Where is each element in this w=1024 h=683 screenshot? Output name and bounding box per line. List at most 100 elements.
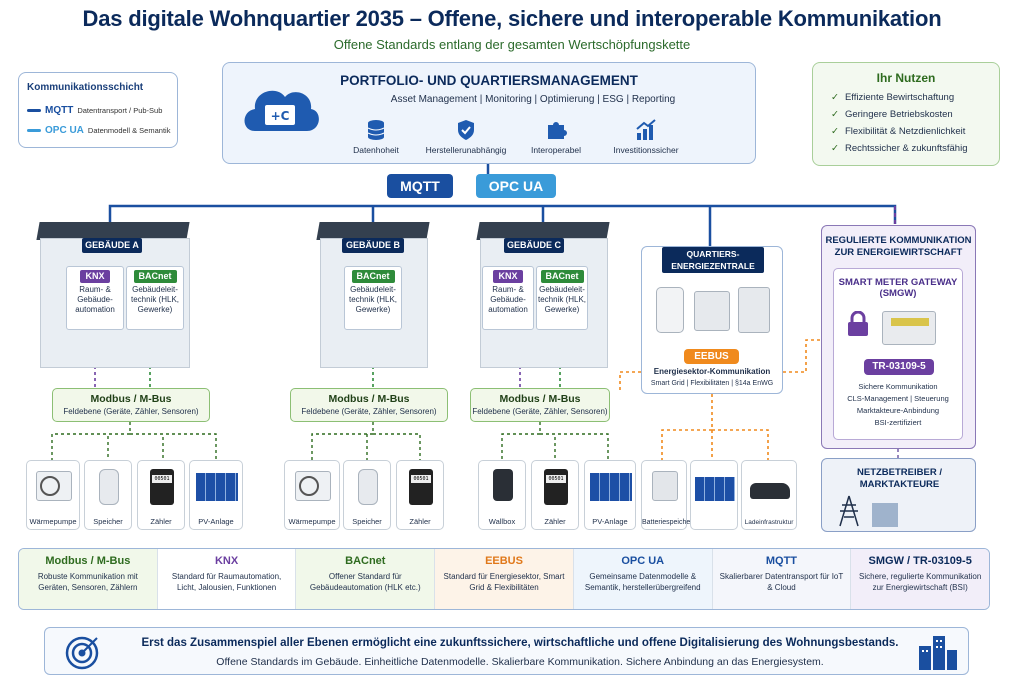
tr-03109-badge: TR-03109-5 [864, 359, 934, 375]
fieldbus-title: Modbus / M-Bus [90, 393, 172, 405]
device-label: Wärmepumpe [288, 517, 336, 526]
city-buildings-icon [917, 634, 959, 670]
wallbox-icon [493, 469, 513, 501]
benefit-item: ✓Effiziente Bewirtschaftung [831, 92, 954, 103]
device-label: Wärmepumpe [29, 517, 77, 526]
standard-desc: Standard für Raumautomation, Licht, Jalo… [171, 572, 282, 592]
battery-cabinet-icon [738, 287, 770, 333]
energy-central-panel: QUARTIERS-ENERGIEZENTRALE Energiesektor-… [641, 246, 783, 394]
bacnet-badge: BACnet [133, 270, 177, 284]
battery-icon [652, 471, 678, 501]
energy-central-title: QUARTIERS-ENERGIEZENTRALE [662, 247, 764, 273]
legend-item-name: MQTT [45, 105, 74, 116]
fieldbus-desc: Feldebene (Geräte, Zähler, Sensoren) [63, 407, 199, 416]
meter-display: 00501 [411, 475, 431, 483]
feature-label: Investitionssicher [613, 145, 679, 155]
device-label: Zähler [544, 517, 566, 526]
eebus-title: Energiesektor-Kommunikation [653, 367, 771, 376]
meter-display: 00501 [546, 475, 566, 483]
communication-layer-legend: Kommunikationsschicht MQTT Datentranspor… [18, 72, 178, 148]
device-wallbox: Wallbox [478, 460, 526, 530]
conclusion-main: Erst das Zusammenspiel aller Ebenen ermö… [141, 637, 899, 649]
device-label: Ladeinfrastruktur [744, 519, 794, 526]
cloud-icon: +C [237, 77, 323, 141]
puzzle-icon [501, 119, 611, 141]
standard-desc: Robuste Kommunikation mit Geräten, Senso… [37, 572, 138, 592]
device-storage: Speicher [84, 460, 132, 530]
benefit-item: ✓Rechtssicher & zukunftsfähig [831, 143, 967, 154]
standard-name: BACnet [345, 555, 386, 567]
check-icon: ✓ [831, 143, 839, 154]
standard-name: MQTT [765, 555, 798, 567]
storage-tank-icon [358, 469, 378, 505]
benefits-title: Ihr Nutzen [876, 71, 936, 85]
portfolio-title: PORTFOLIO- UND QUARTIERSMANAGEMENT [340, 73, 638, 88]
standard-name: KNX [214, 555, 239, 567]
device-pv: PV-Anlage [584, 460, 636, 530]
building-c-label: GEBÄUDE C [504, 238, 564, 253]
device-heat-pump: Wärmepumpe [26, 460, 80, 530]
smgw-feature: CLS-Management | Steuerung [847, 394, 949, 403]
device-meter: 00501 Zähler [531, 460, 579, 530]
fieldbus-title: Modbus / M-Bus [328, 393, 410, 405]
building-b-label: GEBÄUDE B [342, 238, 404, 253]
feature-investment-secure: Investitionssicher [591, 119, 701, 155]
knx-badge: KNX [493, 270, 523, 284]
standard-desc: Skalierbarer Datentransport für IoT & Cl… [719, 572, 844, 592]
knx-desc: Raum- & Gebäude-automation [75, 285, 115, 315]
smgw-feature: Marktakteure-Anbindung [856, 406, 940, 415]
device-label: Batteriespeicher [642, 519, 693, 526]
portfolio-functions: Asset Management | Monitoring | Optimier… [390, 94, 676, 105]
smgw-feature: Sichere Kommunikation [858, 382, 938, 391]
bacnet-badge: BACnet [351, 270, 395, 284]
opcua-bus-badge: OPC UA [476, 174, 556, 198]
shield-check-icon [411, 119, 521, 141]
mqtt-line-swatch [27, 109, 41, 112]
check-icon: ✓ [831, 126, 839, 137]
standard-desc: Standard für Energiesektor, Smart Grid &… [443, 572, 565, 592]
eebus-desc: Smart Grid | Flexibilitäten | §14a EnWG [650, 380, 774, 387]
knx-badge: KNX [80, 270, 110, 284]
conclusion-banner: Erst das Zusammenspiel aller Ebenen ermö… [44, 627, 969, 675]
fieldbus-desc: Feldebene (Geräte, Zähler, Sensoren) [472, 407, 608, 416]
meter-display: 00501 [152, 475, 172, 483]
legend-item-mqtt: MQTT Datentransport / Pub-Sub [27, 105, 162, 116]
device-label: PV-Anlage [198, 517, 234, 526]
meter-icon: 00501 [544, 469, 568, 505]
check-icon: ✓ [831, 109, 839, 120]
device-heat-pump: Wärmepumpe [284, 460, 340, 530]
knx-desc: Raum- & Gebäude-automation [488, 285, 528, 315]
benefit-item: ✓Flexibilität & Netzdienlichkeit [831, 126, 965, 137]
smart-meter-gateway-box: SMART METER GATEWAY (SMGW) TR-03109-5 Si… [833, 268, 963, 440]
regulated-title: REGULIERTE KOMMUNIKATION ZUR ENERGIEWIRT… [825, 235, 972, 258]
page-title: Das digitale Wohnquartier 2035 – Offene,… [82, 6, 942, 31]
device-meter: 00501 Zähler [137, 460, 185, 530]
database-icon [321, 119, 431, 141]
standard-desc: Offener Standard für Gebäudeautomation (… [309, 572, 421, 592]
check-icon: ✓ [831, 92, 839, 103]
device-charging: Ladeinfrastruktur [741, 460, 797, 530]
feature-interoperable: Interoperabel [501, 119, 611, 155]
office-building-icon [872, 503, 898, 527]
legend-item-opcua: OPC UA Datenmodell & Semantik [27, 125, 170, 136]
bacnet-badge: BACnet [540, 270, 584, 284]
fieldbus-title: Modbus / M-Bus [499, 393, 581, 405]
benefit-label: Geringere Betriebskosten [844, 109, 953, 120]
opcua-line-swatch [27, 129, 41, 132]
benefits-panel: Ihr Nutzen ✓Effiziente Bewirtschaftung ✓… [812, 62, 1000, 166]
smgw-feature-list: Sichere Kommunikation CLS-Management | S… [834, 381, 962, 429]
heat-pump-icon [36, 471, 72, 501]
smgw-title: SMART METER GATEWAY (SMGW) [838, 277, 958, 300]
